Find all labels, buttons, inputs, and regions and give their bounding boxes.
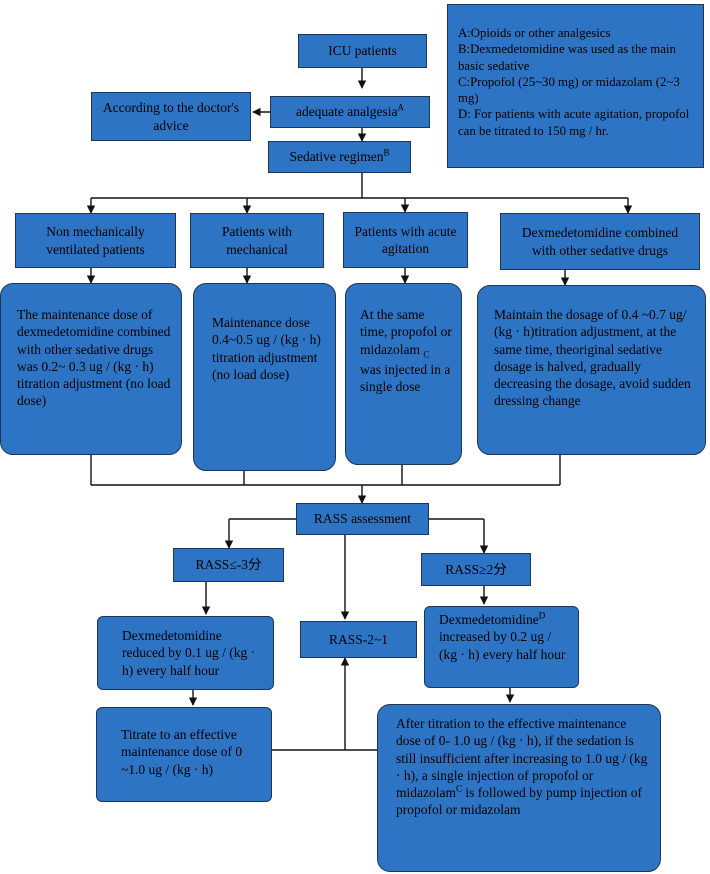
legend-item-c: C:Propofol (25~30 mg) or midazolam (2~3 …	[458, 74, 680, 105]
node-after-titration-text: After titration to the effective mainten…	[396, 716, 648, 818]
node-after-titration: After titration to the effective mainten…	[377, 704, 661, 872]
node-mechanical-body-text: Maintenance dose 0.4~0.5 ug / (kg · h) t…	[212, 315, 321, 382]
node-titrate-maintenance-text: Titrate to an effective maintenance dose…	[121, 727, 243, 777]
node-acute-agitation-body-text: At the same time, propofol or midazolam …	[360, 307, 452, 394]
node-doctors-advice: According to the doctor's advice	[91, 92, 251, 141]
node-doctors-advice-label: According to the doctor's advice	[102, 100, 240, 133]
node-rass-high: RASS≥2分	[421, 553, 531, 586]
node-icu-patients: ICU patients	[298, 34, 427, 68]
node-non-mechanical-header-label: Non mechanically ventilated patients	[46, 224, 145, 257]
node-titrate-maintenance: Titrate to an effective maintenance dose…	[96, 707, 272, 802]
node-non-mechanical-body: The maintenance dose of dexmedetomidine …	[0, 283, 182, 455]
node-rass-assessment: RASS assessment	[296, 503, 429, 535]
node-sedative-regimen: Sedative regimenB	[268, 141, 411, 173]
node-rass-low-label: RASS≤-3分	[195, 557, 262, 573]
node-rass-low: RASS≤-3分	[173, 548, 284, 582]
node-dex-increase-text: DexmedetomidineD increased by 0.2 ug / (…	[439, 610, 566, 662]
node-rass-assessment-label: RASS assessment	[313, 511, 412, 527]
node-non-mechanical-body-text: The maintenance dose of dexmedetomidine …	[17, 307, 171, 409]
node-icu-patients-label: ICU patients	[328, 43, 397, 59]
node-dex-reduce-text: Dexmedetomidine reduced by 0.1 ug / (kg …	[122, 628, 256, 678]
node-rass-mid: RASS-2~1	[300, 621, 417, 658]
node-mechanical-header-label: Patients with mechanical	[221, 224, 293, 257]
node-mechanical-body: Maintenance dose 0.4~0.5 ug / (kg · h) t…	[193, 283, 336, 471]
legend-box: A:Opioids or other analgesics B:Dexmedet…	[447, 4, 704, 168]
node-mechanical-header: Patients with mechanical	[190, 213, 324, 268]
legend-item-a: A:Opioids or other analgesics	[458, 26, 611, 40]
legend-item-b: B:Dexmedetomidine was used as the main b…	[458, 42, 676, 73]
node-non-mechanical-header: Non mechanically ventilated patients	[15, 213, 176, 268]
node-dex-reduce: Dexmedetomidine reduced by 0.1 ug / (kg …	[97, 616, 274, 690]
node-dex-combined-body-text: Maintain the dosage of 0.4 ~0.7 ug/ (kg …	[494, 307, 691, 409]
node-sedative-regimen-label: Sedative regimenB	[289, 147, 390, 165]
node-adequate-analgesia-label: adequate analgesiaA	[295, 102, 405, 120]
node-dex-combined-body: Maintain the dosage of 0.4 ~0.7 ug/ (kg …	[477, 285, 706, 455]
node-dex-increase: DexmedetomidineD increased by 0.2 ug / (…	[424, 606, 579, 688]
node-acute-agitation-body: At the same time, propofol or midazolam …	[345, 283, 462, 465]
node-acute-agitation-header-label: Patients with acute agitation	[354, 223, 457, 256]
node-dex-combined-header: Dexmedetomidine combined with other seda…	[500, 213, 700, 270]
node-acute-agitation-header: Patients with acute agitation	[343, 212, 468, 268]
legend-item-d: D: For patients with acute agitation, pr…	[458, 107, 690, 138]
node-dex-combined-header-label: Dexmedetomidine combined with other seda…	[521, 225, 679, 258]
node-adequate-analgesia: adequate analgesiaA	[270, 96, 430, 128]
node-rass-mid-label: RASS-2~1	[328, 631, 389, 647]
node-rass-high-label: RASS≥2分	[445, 561, 507, 577]
